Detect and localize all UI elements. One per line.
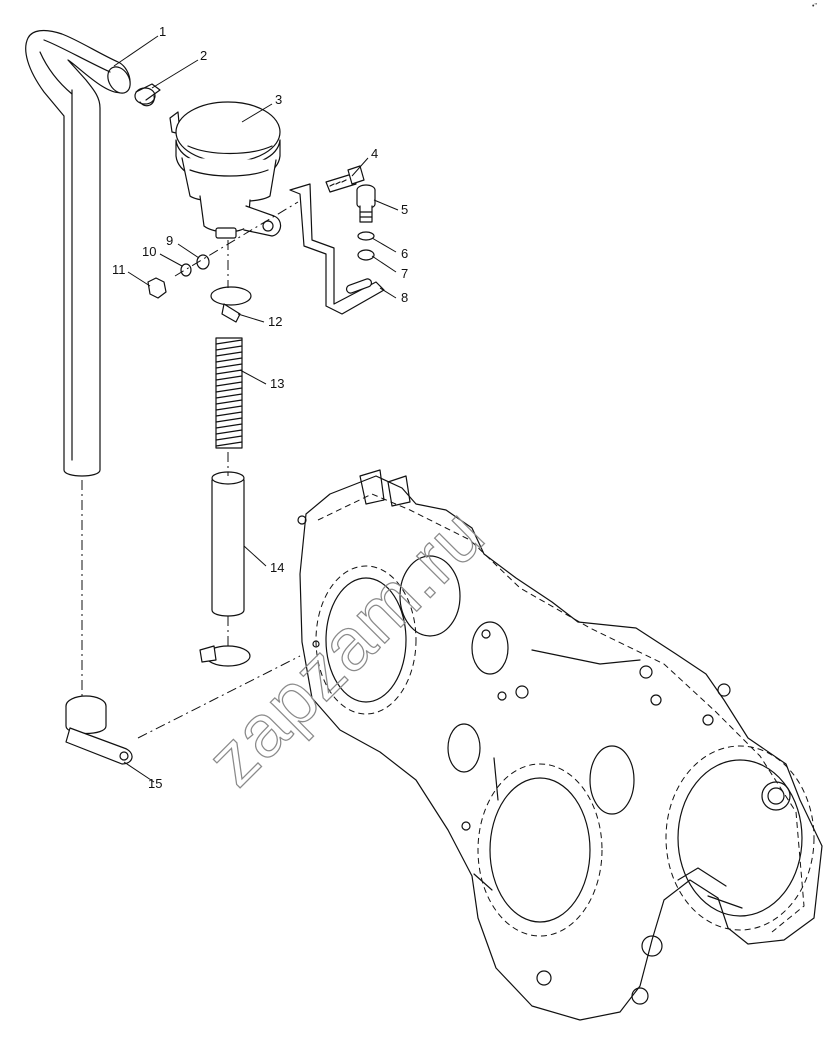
spring-13 [215, 337, 243, 449]
bolt-4 [325, 165, 365, 193]
label-7: 7 [401, 266, 408, 281]
label-8: 8 [401, 290, 408, 305]
part-labels: 1 2 3 4 5 6 7 8 9 10 11 12 13 14 15 [112, 24, 408, 791]
label-2: 2 [200, 48, 207, 63]
hose-clamp-2 [134, 83, 161, 107]
hose-clamp-12 [210, 286, 252, 323]
label-13: 13 [270, 376, 284, 391]
washer-9 [196, 254, 210, 270]
nut-11 [147, 277, 167, 299]
label-5: 5 [401, 202, 408, 217]
label-11: 11 [112, 262, 126, 277]
label-9: 9 [166, 233, 173, 248]
label-1: 1 [159, 24, 166, 39]
tube-part [25, 29, 131, 477]
breather-3 [169, 101, 282, 239]
timing-gear-housing [297, 469, 823, 1021]
leader-lines [113, 35, 399, 783]
label-4: 4 [371, 146, 378, 161]
hose-clamp-lower [199, 645, 251, 667]
label-14: 14 [270, 560, 284, 575]
washer-10 [180, 263, 192, 277]
label-3: 3 [275, 92, 282, 107]
label-6: 6 [401, 246, 408, 261]
lock-washer-6 [357, 231, 375, 241]
strap-clip-15 [65, 695, 133, 765]
label-12: 12 [268, 314, 282, 329]
socket-screw-5 [356, 184, 376, 223]
label-15: 15 [148, 776, 162, 791]
pipe-14 [211, 471, 245, 617]
washer-7 [357, 249, 375, 261]
corner-mark: •" [812, 3, 817, 10]
label-10: 10 [142, 244, 156, 259]
